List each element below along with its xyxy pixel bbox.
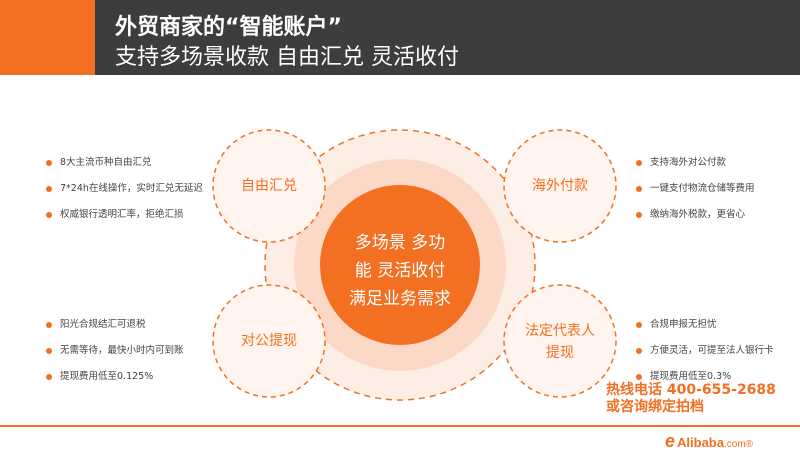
list-item: 支持海外对公付款: [636, 156, 755, 182]
node-label-corporate-withdrawal: 对公提现: [241, 333, 297, 349]
page-title: 外贸商家的“智能账户”: [115, 15, 342, 40]
list-item: 无需等待，最快小时内可到账: [46, 344, 184, 370]
node-circle-top-right: [503, 129, 617, 243]
list-item: 方便灵活，可提至法人银行卡: [636, 344, 774, 370]
center-text-line-2: 能 灵活收付: [354, 261, 446, 281]
node-circle-top-left: [212, 129, 326, 243]
list-item: 提现费用低至0.3%: [636, 370, 774, 396]
alibaba-mark-icon: e: [665, 431, 676, 451]
list-item: 合规申报无担忧: [636, 318, 774, 344]
header-accent-block: [0, 0, 95, 75]
node-label-free-exchange: 自由汇兑: [241, 178, 297, 194]
center-text-line-1: 多场景 多功: [354, 233, 446, 253]
hotline-info: 热线电话 400-655-2688 或咨询绑定拍档: [606, 382, 776, 416]
node-label-overseas-payment: 海外付款: [532, 178, 588, 194]
list-item: 一键支付物流仓储等费用: [636, 182, 755, 208]
bullet-list-overseas-payment: 支持海外对公付款 一键支付物流仓储等费用 缴纳海外税款，更省心: [636, 156, 755, 234]
bullet-list-free-exchange: 8大主流币种自由汇兑 7*24h在线操作，实时汇兑无延迟 权威银行透明汇率，拒绝…: [46, 156, 203, 234]
bullet-list-legal-rep-withdrawal: 合规申报无担忧 方便灵活，可提至法人银行卡 提现费用低至0.3%: [636, 318, 774, 396]
logo-name: Alibaba: [677, 435, 724, 450]
node-circle-bottom-right: [503, 284, 617, 398]
list-item: 阳光合规结汇可退税: [46, 318, 184, 344]
node-label-legal-rep-line2: 提现: [546, 345, 574, 361]
center-disc: [320, 185, 480, 345]
hotline-consult: 或咨询绑定拍档: [606, 399, 704, 415]
header-bar: [95, 0, 800, 75]
bullet-list-corporate-withdrawal: 阳光合规结汇可退税 无需等待，最快小时内可到账 提现费用低至0.125%: [46, 318, 184, 396]
list-item: 7*24h在线操作，实时汇兑无延迟: [46, 182, 203, 208]
logo-trademark: ®: [745, 439, 754, 450]
center-text-line-3: 满足业务需求: [349, 289, 451, 309]
list-item: 提现费用低至0.125%: [46, 370, 184, 396]
hotline-phone: 热线电话 400-655-2688: [606, 382, 776, 398]
page-subtitle: 支持多场景收款 自由汇兑 灵活收付: [115, 45, 459, 70]
footer-divider: [0, 425, 800, 427]
list-item: 8大主流币种自由汇兑: [46, 156, 203, 182]
list-item: 缴纳海外税款，更省心: [636, 208, 755, 234]
header-banner: 外贸商家的“智能账户” 支持多场景收款 自由汇兑 灵活收付: [0, 0, 800, 75]
node-label-legal-rep-line1: 法定代表人: [525, 323, 595, 339]
list-item: 权威银行透明汇率，拒绝汇损: [46, 208, 203, 234]
logo-suffix: .com: [723, 439, 746, 450]
node-circle-bottom-left: [212, 284, 326, 398]
